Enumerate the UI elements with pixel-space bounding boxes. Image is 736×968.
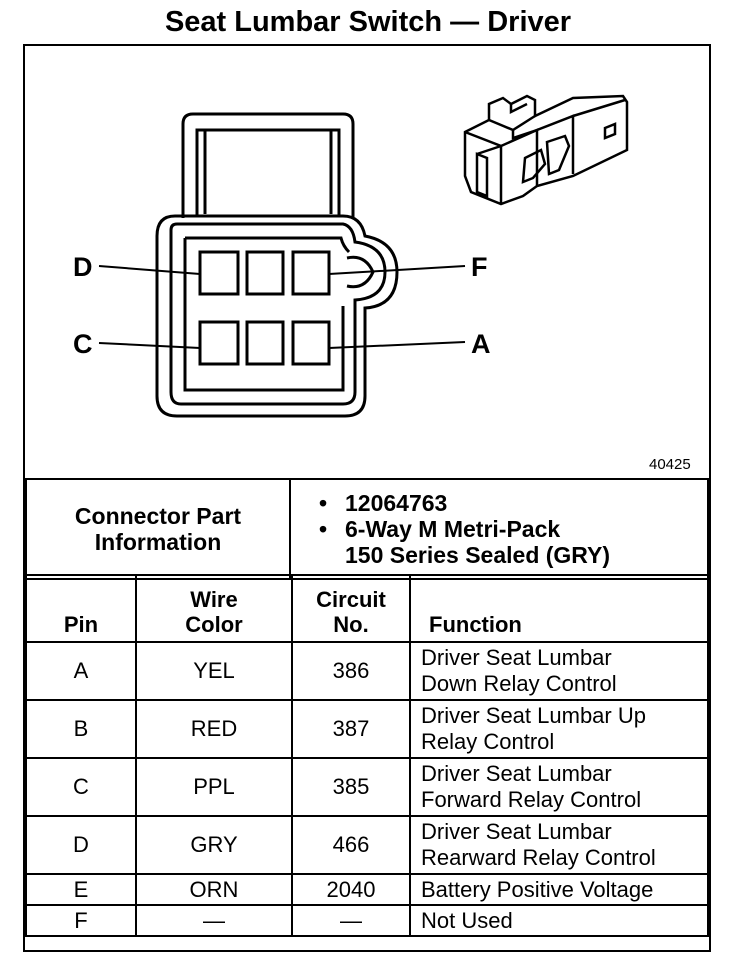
pin-label-c: C (73, 329, 93, 359)
connector-latch (181, 112, 355, 218)
pin-label-a: A (471, 329, 491, 359)
connector-face-drawing (98, 94, 629, 418)
connector-body (155, 214, 399, 418)
connector-iso-drawing (463, 94, 629, 206)
cavity-f (291, 250, 331, 296)
cavity-c (198, 320, 240, 366)
header-pin: Pin (25, 574, 137, 643)
connector-type: 6-Way M Metri-Pack 150 Series Sealed (GR… (319, 516, 706, 568)
page-title: Seat Lumbar Switch — Driver (164, 6, 572, 38)
leader-c (98, 342, 201, 349)
cavity-d (198, 250, 240, 296)
connector-info-table: Connector Part Information 12064763 6-Wa… (25, 478, 709, 580)
pin-label-d: D (73, 252, 93, 282)
leader-f (328, 265, 466, 275)
connector-info-label: Connector Part Information (25, 478, 291, 580)
cavity-b (245, 320, 285, 366)
connector-sheet: D C F A 40425 Connector Part Information… (23, 44, 711, 952)
header-function: Function (409, 574, 709, 643)
connector-diagram: D C F A 40425 (25, 46, 709, 478)
cavity-e (245, 250, 285, 296)
connector-part-number: 12064763 (319, 490, 706, 516)
table-row: F—— Not Used (25, 904, 709, 937)
connector-info-values: 12064763 6-Way M Metri-Pack 150 Series S… (289, 478, 709, 580)
leader-a (328, 341, 466, 349)
pin-label-f: F (471, 252, 488, 282)
leader-d (98, 265, 201, 275)
figure-number: 40425 (649, 456, 691, 473)
cavity-a (291, 320, 331, 366)
